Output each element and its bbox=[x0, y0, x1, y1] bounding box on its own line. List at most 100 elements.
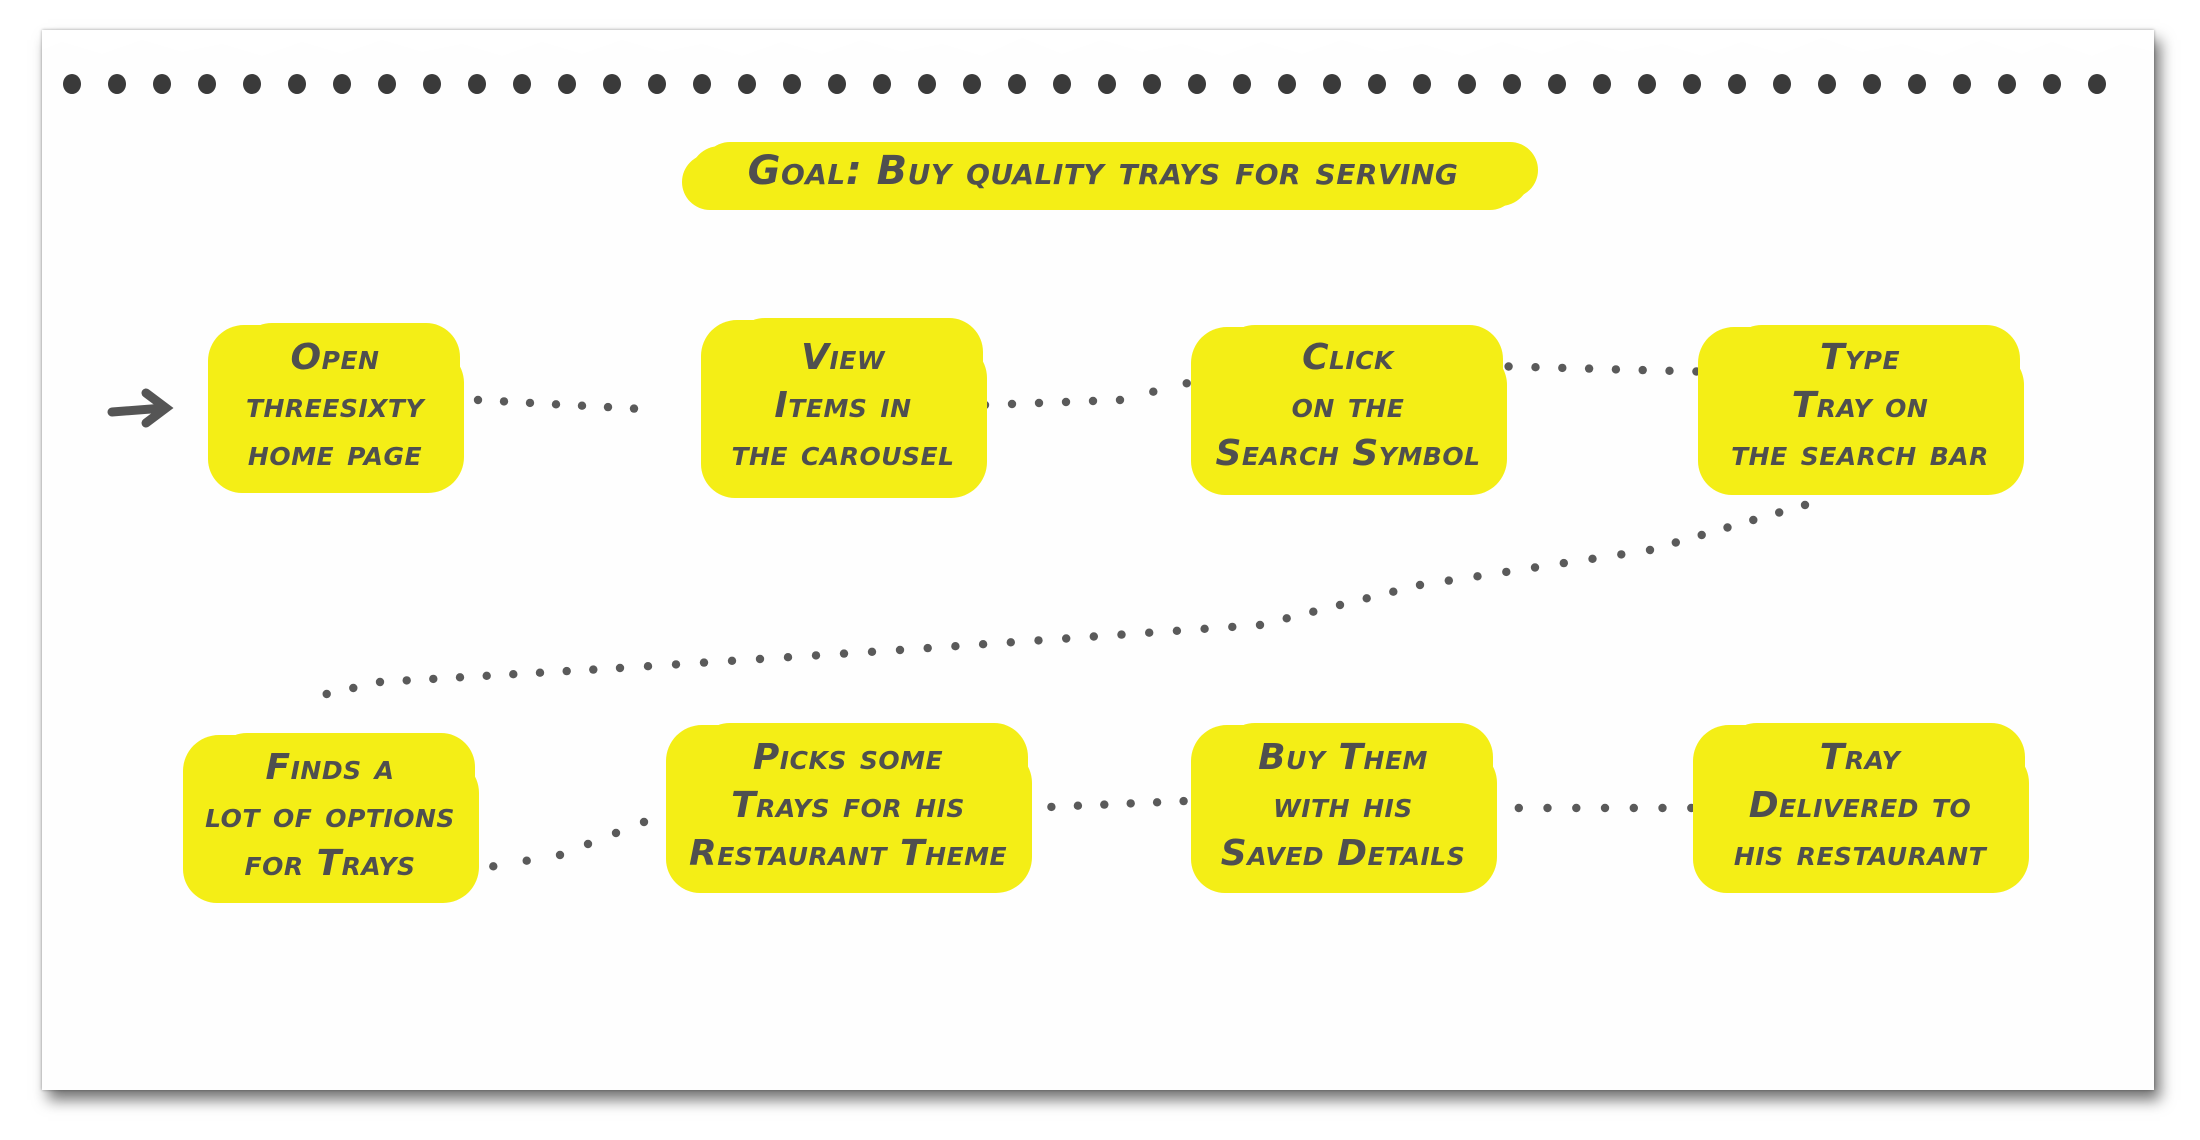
connector-dot bbox=[1115, 395, 1125, 405]
arrow-right-icon bbox=[107, 388, 174, 428]
connector-dot bbox=[1100, 800, 1109, 809]
connector-dot bbox=[1692, 367, 1701, 376]
connector-dot bbox=[1006, 638, 1015, 647]
connector-dot bbox=[1665, 366, 1674, 375]
connector-dot bbox=[629, 404, 639, 413]
step-line: Finds a bbox=[265, 747, 395, 788]
connector-dot bbox=[1584, 364, 1594, 373]
punched-hole bbox=[1098, 74, 1116, 94]
connector-dot bbox=[603, 402, 613, 412]
connector-dot bbox=[867, 647, 877, 656]
connector-dot bbox=[643, 662, 653, 671]
punched-hole bbox=[1188, 74, 1206, 94]
connector-dot bbox=[551, 400, 561, 409]
connector-dot bbox=[611, 828, 621, 838]
punched-hole bbox=[918, 74, 936, 94]
connector-dot bbox=[1485, 803, 1495, 813]
step-line: lot of options bbox=[205, 795, 455, 836]
step-4-highlight bbox=[1710, 335, 2010, 485]
step-7-highlight bbox=[1203, 733, 1483, 883]
step-buy-them: Buy Them with his Saved Details bbox=[1221, 734, 1465, 878]
punched-hole bbox=[1818, 74, 1836, 94]
punched-hole bbox=[1593, 74, 1611, 94]
connector-dot bbox=[1543, 803, 1552, 813]
connector-dot bbox=[1179, 796, 1188, 806]
punched-hole bbox=[378, 74, 396, 94]
step-line: View bbox=[801, 337, 885, 378]
connector-dot bbox=[555, 850, 565, 860]
connector-dot bbox=[525, 398, 535, 408]
step-5-highlight bbox=[195, 743, 465, 893]
step-line: Open bbox=[290, 337, 380, 378]
connector-dot bbox=[1697, 530, 1706, 540]
step-1-highlight bbox=[220, 333, 450, 483]
connector-dot bbox=[1089, 632, 1099, 641]
punched-hole bbox=[873, 74, 891, 94]
punched-hole bbox=[1548, 74, 1566, 94]
punched-hole bbox=[1503, 74, 1521, 94]
step-line: Type bbox=[1819, 337, 1901, 378]
connector-dot bbox=[978, 640, 988, 649]
step-finds-options: Finds a lot of options for Trays bbox=[205, 744, 455, 888]
punched-hole bbox=[2043, 74, 2061, 94]
connector-dot bbox=[583, 839, 593, 849]
connector-dot bbox=[562, 666, 571, 676]
connector-dot bbox=[1034, 636, 1043, 645]
goal-highlight bbox=[690, 146, 1530, 206]
connector-dot bbox=[839, 649, 849, 658]
punched-hole bbox=[2088, 74, 2106, 94]
step-line: Trays for his bbox=[731, 785, 965, 826]
step-8-highlight bbox=[1705, 733, 2015, 883]
punched-hole bbox=[288, 74, 306, 94]
connector-dot bbox=[509, 670, 518, 679]
connector-dot bbox=[1531, 363, 1540, 372]
step-line: Saved Details bbox=[1220, 833, 1466, 874]
connector-dot bbox=[1362, 594, 1371, 603]
goal-title: Goal: Buy quality trays for serving bbox=[747, 148, 1459, 194]
connector-dot bbox=[1800, 500, 1810, 510]
connector-dot bbox=[1149, 387, 1158, 396]
step-line: for Trays bbox=[244, 843, 416, 884]
connector-dot bbox=[1514, 803, 1524, 813]
connector-dot bbox=[699, 658, 709, 667]
connector-dot bbox=[1061, 397, 1071, 407]
punched-hole bbox=[1953, 74, 1971, 94]
punched-hole bbox=[423, 74, 441, 94]
connector-dot bbox=[1687, 803, 1696, 813]
punched-hole bbox=[468, 74, 486, 94]
punched-hole bbox=[1863, 74, 1881, 94]
connector-dot bbox=[1088, 396, 1098, 406]
torn-paper-edge bbox=[42, 30, 2154, 56]
punched-hole bbox=[1683, 74, 1701, 94]
connector-dot bbox=[482, 671, 491, 680]
connector-dot bbox=[1530, 563, 1540, 572]
connector-dot bbox=[1775, 508, 1784, 517]
step-line: Buy Them bbox=[1258, 737, 1428, 778]
step-line: the search bar bbox=[1731, 433, 1989, 474]
step-line: Search Symbol bbox=[1215, 433, 1481, 474]
connector-dot bbox=[951, 642, 960, 651]
step-line: Restaurant Theme bbox=[688, 833, 1008, 874]
connector-dot bbox=[1638, 365, 1647, 375]
punched-hole bbox=[333, 74, 351, 94]
connector-dot bbox=[1671, 538, 1681, 547]
step-2-highlight bbox=[713, 328, 973, 488]
connector-dot bbox=[1588, 554, 1597, 563]
punched-hole bbox=[1728, 74, 1746, 94]
punched-hole bbox=[108, 74, 126, 94]
punched-hole bbox=[1143, 74, 1161, 94]
connector-dot bbox=[727, 656, 737, 665]
connector-dot bbox=[1007, 399, 1017, 409]
step-line: Tray on bbox=[1791, 385, 1929, 426]
connector-dot bbox=[522, 856, 531, 865]
connector-dot bbox=[489, 862, 498, 871]
connector-dot bbox=[923, 643, 932, 653]
connector-dot bbox=[577, 401, 587, 410]
punched-hole bbox=[1008, 74, 1026, 94]
step-line: with his bbox=[1273, 785, 1413, 826]
step-line: Delivered to bbox=[1748, 785, 1972, 826]
punched-hole bbox=[1323, 74, 1341, 94]
connector-dot bbox=[639, 817, 649, 827]
torn-notebook-paper bbox=[42, 30, 2154, 1090]
connector-dot bbox=[1117, 630, 1126, 639]
